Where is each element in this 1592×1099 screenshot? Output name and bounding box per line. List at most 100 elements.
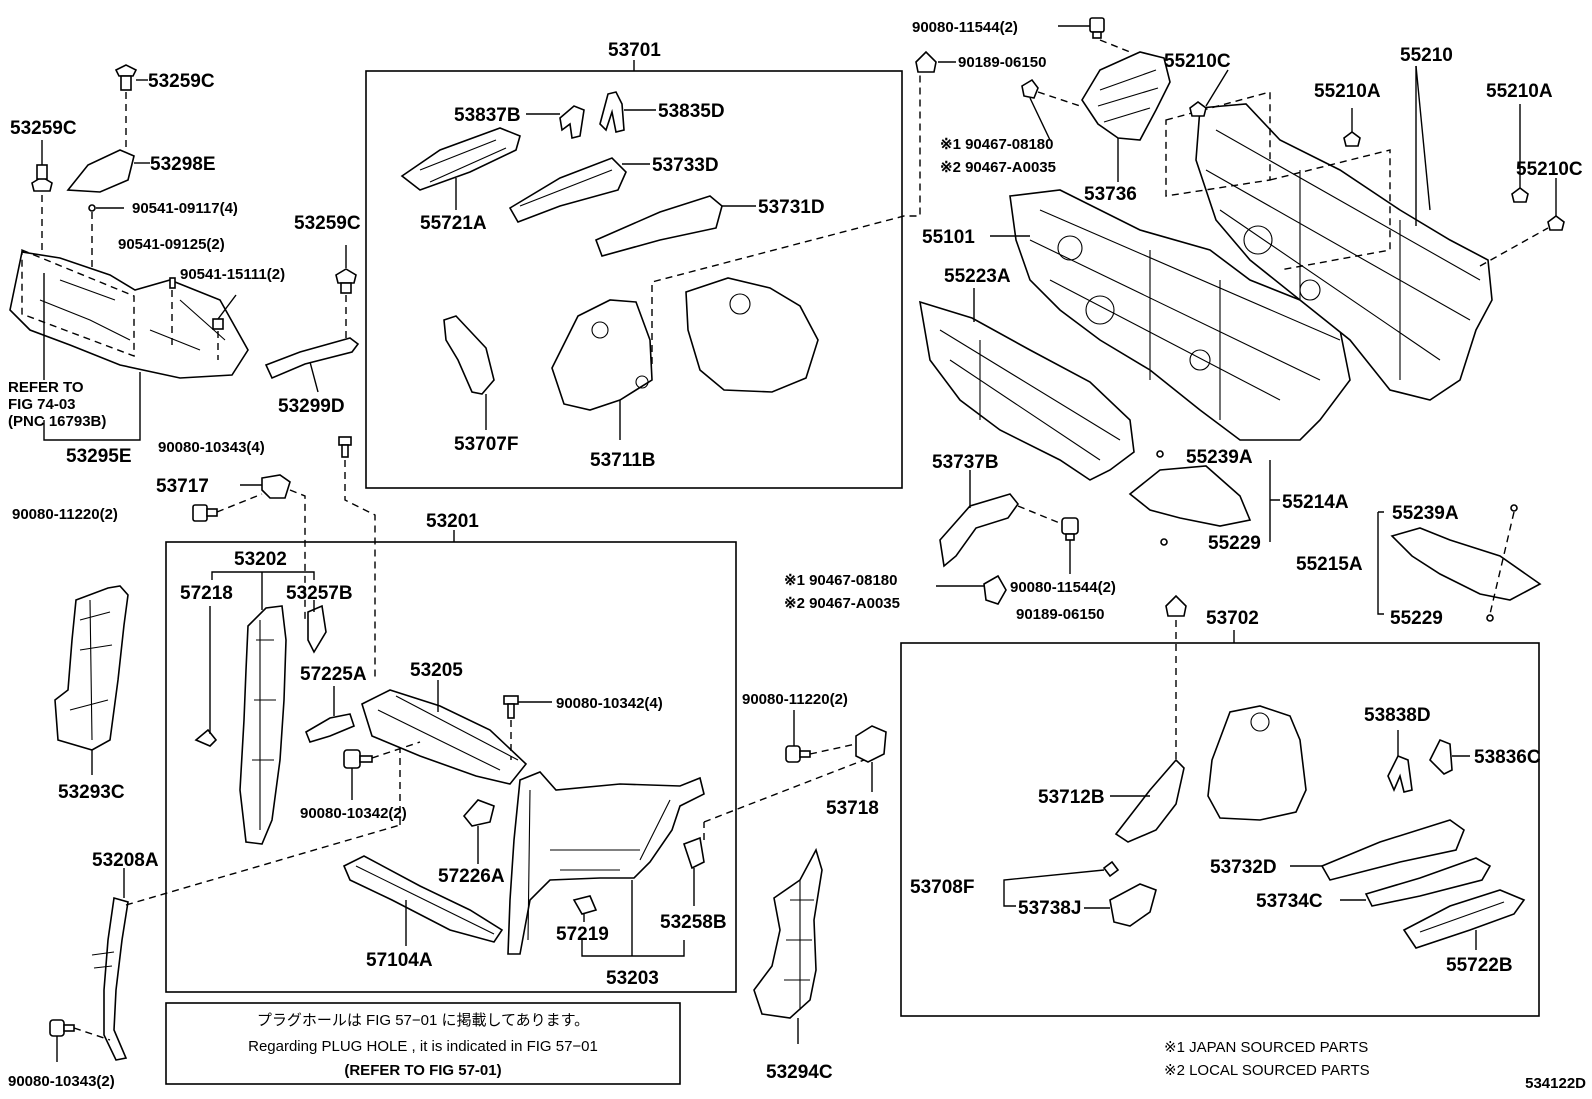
label-53738J: 53738J [1018,898,1081,919]
part-55214A [1128,465,1252,527]
label-90541-09125: 90541-09125(2) [118,236,225,253]
part-55722B [1402,889,1526,949]
label-53295E: 53295E [66,446,132,467]
part-57218 [194,728,218,747]
label-53701: 53701 [608,40,661,61]
label-53736: 53736 [1084,184,1137,205]
label-90080-10343-b: 90080-10343(2) [8,1073,115,1090]
label-90189-06150-top: 90189-06150 [958,54,1046,71]
refer-line2: FIG 74-03 [8,396,76,413]
label-55210A-a: 55210A [1314,81,1381,102]
part-53712B [1114,758,1185,843]
refer-line1: REFER TO [8,379,84,396]
label-53208A: 53208A [92,850,159,871]
label-53712B: 53712B [1038,787,1105,808]
label-53737B: 53737B [932,452,999,473]
label-55210: 55210 [1400,45,1453,66]
part-57219 [572,895,598,915]
part-53299D [264,337,360,380]
clip-55210A-b [1511,187,1529,203]
label-55239A-a: 55239A [1186,447,1253,468]
label-55239A-b: 55239A [1392,503,1459,524]
label-53734C: 53734C [1256,891,1323,912]
label-57225A: 57225A [300,664,367,685]
part-53707F [443,315,495,395]
label-53708F: 53708F [910,877,974,898]
bolt-90080-10342-a [503,695,519,719]
part-53205 [361,689,528,785]
label-53717: 53717 [156,476,209,497]
part-55215A [1390,527,1542,601]
label-55210A-b: 55210A [1486,81,1553,102]
bolt-90080-11220-a [192,504,218,522]
label-90467-08180-mid: ※1 90467-08180 [784,572,898,589]
part-53208A [103,896,129,1061]
label-55215A: 55215A [1296,554,1363,575]
label-53838D: 53838D [1364,705,1431,726]
part-53203 [507,771,705,955]
label-55721A: 55721A [420,213,487,234]
label-90080-11544-top: 90080-11544(2) [912,19,1018,36]
label-53202: 53202 [234,549,287,570]
note-box [165,1002,681,1085]
nut-90189-06150-mid [1165,594,1187,617]
part-53732D [1320,819,1465,881]
label-53259C-left: 53259C [10,118,77,139]
bolt-90080-10343-a [338,436,352,458]
bolt-90080-11544-top [1089,17,1105,39]
part-53258B [682,836,705,870]
part-53717 [261,474,291,499]
label-57219: 57219 [556,924,609,945]
label-53711B: 53711B [590,450,656,471]
label-53837B: 53837B [454,105,521,126]
label-55210C-b: 55210C [1516,159,1583,180]
part-53257B [307,604,327,654]
label-90467-08180-top: ※1 90467-08180 [940,136,1054,153]
nut-90541-15111 [212,318,224,330]
part-53294C [753,847,823,1019]
refer-line3: (PNC 16793B) [8,413,106,430]
clip-53259C-left [31,164,53,192]
label-53707F: 53707F [454,434,518,455]
part-55223A [918,300,1135,481]
clip-55229-b [1486,614,1494,622]
clip-55239A-b [1510,504,1518,512]
label-53299D: 53299D [278,396,345,417]
part-wheelhouse-53702 [1207,705,1307,821]
label-55229-a: 55229 [1208,533,1261,554]
part-53718 [855,725,887,763]
label-53293C: 53293C [58,782,125,803]
part-53708F [1102,860,1120,878]
label-57104A: 57104A [366,950,433,971]
label-90080-10342-b: 90080-10342(2) [300,805,407,822]
part-55101 [1009,189,1351,441]
label-55223A: 55223A [944,266,1011,287]
bolt-90541-09117 [88,204,96,212]
label-90541-15111: 90541-15111(2) [180,266,285,283]
label-53732D: 53732D [1210,857,1277,878]
label-90080-10342-a: 90080-10342(4) [556,695,663,712]
part-53711B [551,299,653,411]
label-53203: 53203 [606,968,659,989]
clip-90467-mid [983,574,1007,605]
part-55721A [400,127,521,191]
note-line1: プラグホールは FIG 57−01 に掲載してあります。 [257,1012,589,1029]
clip-53259C-top [114,64,148,91]
part-53298E [66,149,135,193]
clip-53259C-right [335,268,357,294]
label-53205: 53205 [410,660,463,681]
part-53835D [599,91,625,133]
bolt-90080-11544-mid [1061,517,1079,541]
bolt-90080-11220-b [785,745,811,763]
part-53733D [508,157,627,223]
part-53736 [1081,51,1171,141]
label-55101: 55101 [922,227,975,248]
label-90467-A0035-mid: ※2 90467-A0035 [784,595,900,612]
label-53718: 53718 [826,798,879,819]
label-53294C: 53294C [766,1062,833,1083]
clip-55210C-a [1189,101,1207,117]
label-53201: 53201 [426,511,479,532]
legend-local: ※2 LOCAL SOURCED PARTS [1164,1062,1370,1079]
label-90541-09117: 90541-09117(4) [132,200,238,217]
